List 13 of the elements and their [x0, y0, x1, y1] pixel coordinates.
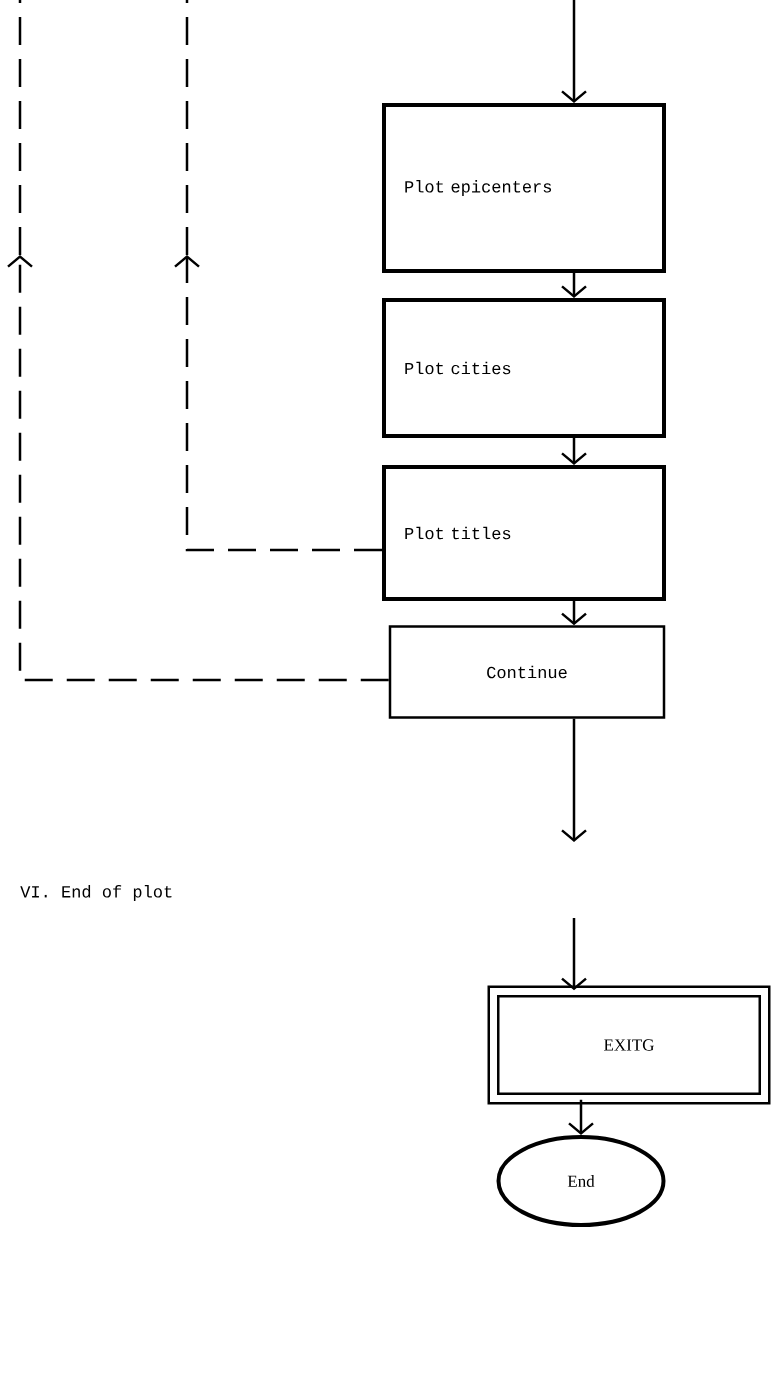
process-box: Plot cities [382, 298, 666, 438]
section-heading: VI. End of plot [20, 885, 172, 901]
arrow [568, 1099, 594, 1135]
subroutine-box: EXITG [487, 985, 771, 1105]
arrow [7, 255, 389, 682]
process-box: Continue [388, 625, 666, 719]
arrow [561, 438, 587, 465]
arrow [561, 918, 587, 991]
arrow [174, 255, 382, 552]
process-box: Plot epicenters [382, 103, 666, 273]
arrow [561, 0, 587, 103]
arrow [561, 718, 587, 842]
process-box: Plot titles [382, 465, 666, 601]
